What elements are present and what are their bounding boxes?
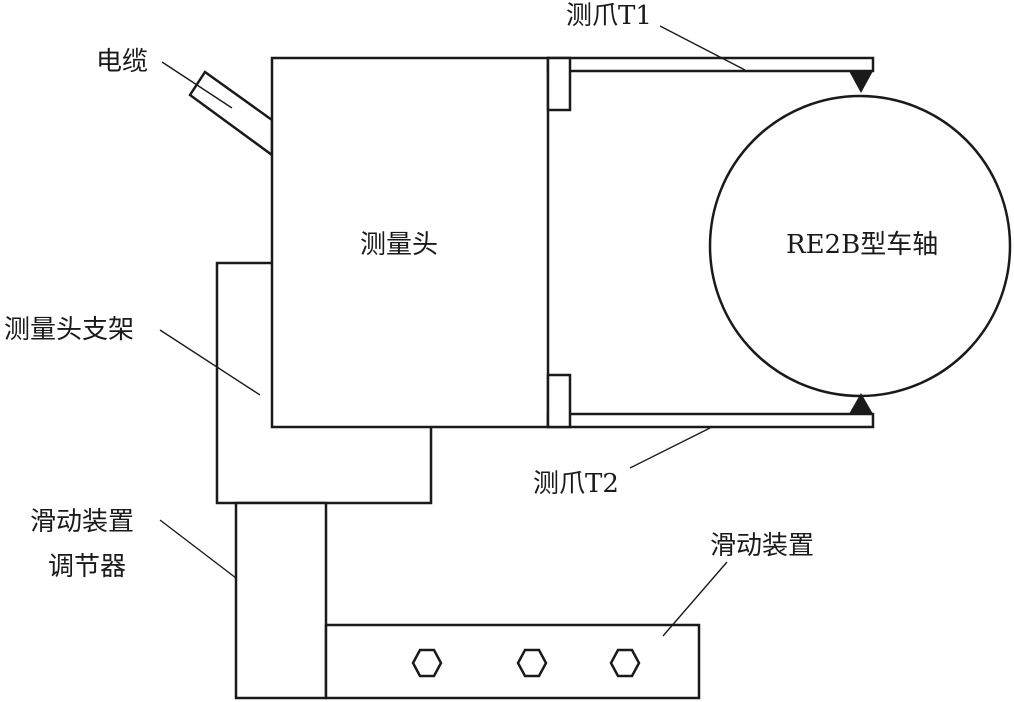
claw-t1-label: 测爪T1 (566, 1, 652, 31)
claw-t1-arm (546, 56, 875, 73)
slide-adjuster (234, 501, 328, 700)
head-bracket-label: 测量头支架 (4, 315, 134, 345)
cable-label: 电缆 (96, 47, 148, 77)
claw-t2-mount (546, 373, 572, 429)
hex-bolt-1 (411, 648, 443, 678)
axle-label: RE2B型车轴 (786, 230, 938, 260)
claw-t2-arm (546, 412, 875, 429)
hex-bolt-3 (609, 648, 641, 678)
claw-t2-label: 测爪T2 (533, 469, 619, 499)
head-bracket-leader (159, 329, 261, 396)
cable (188, 70, 274, 158)
claw-t2-tip (849, 393, 873, 414)
claw-t1-leader (659, 25, 746, 71)
slide-device (324, 623, 701, 700)
slide-device-label: 滑动装置 (710, 531, 814, 561)
slide-adjuster-label-line2: 调节器 (48, 552, 126, 582)
claw-t1-tip (849, 71, 873, 93)
slide-device-leader (662, 561, 728, 637)
slide-adjuster-leader (159, 519, 237, 579)
claw-t2-leader (629, 427, 711, 469)
claw-t1-mount (546, 56, 572, 112)
cable-leader (161, 61, 233, 109)
hex-bolt-2 (516, 648, 548, 678)
measuring-head-label: 测量头 (360, 230, 438, 260)
slide-adjuster-label-line1: 滑动装置 (30, 507, 134, 537)
measuring-head (270, 56, 550, 429)
